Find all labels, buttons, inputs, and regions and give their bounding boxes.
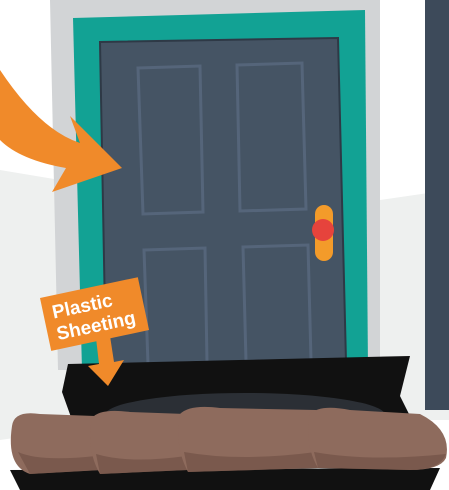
sandbag-icon	[178, 407, 321, 472]
door-handle-icon	[312, 205, 334, 261]
sandbag-row	[11, 407, 447, 474]
side-wall	[425, 0, 449, 410]
sandbag-icon	[90, 411, 191, 474]
